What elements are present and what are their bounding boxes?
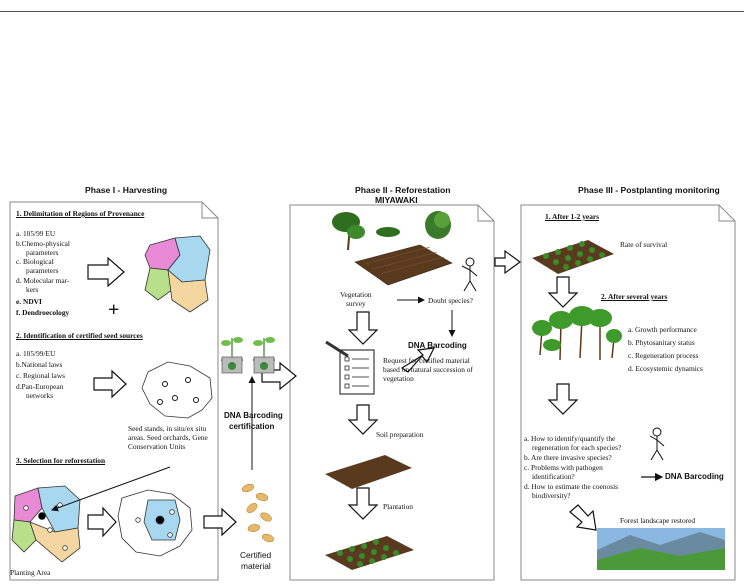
landscape-label: Forest landscape restored: [620, 516, 696, 525]
phase2-title: Phase II - Reforestation: [355, 185, 451, 195]
landscape-image: [597, 528, 725, 570]
phase1-item: kers: [26, 285, 39, 294]
certified-label: material: [241, 561, 271, 571]
hollow-arrows-phase2: [347, 249, 522, 520]
phase1-item: networks: [26, 391, 54, 400]
phase3-section2-title: 2. After several years: [601, 292, 668, 301]
phase1-item: b.National laws: [16, 360, 63, 369]
phase3-title: Phase III - Postplanting monitoring: [578, 185, 720, 195]
phase1-title: Phase I - Harvesting: [85, 185, 168, 195]
request-label: Request for certified material: [383, 356, 470, 365]
phase1-item: c. Regional laws: [16, 371, 66, 380]
question-line: c. Problems with pathogen: [524, 463, 603, 472]
phase1-item: b.Chemo-physical: [16, 239, 70, 248]
phase1-item: c. Biological: [16, 257, 54, 266]
dna-barcoding-label: DNA Barcoding: [408, 341, 467, 350]
question-line: regeneration for each species?: [532, 443, 622, 452]
veg-survey-label: Vegetation: [340, 290, 372, 299]
question-line: d. How to estimate the coenosis: [524, 482, 619, 491]
seed-note-line: Seed stands, in situ/ex situ: [128, 424, 207, 433]
seeds: [241, 483, 275, 543]
seed-note-line: Conservation Units: [128, 442, 186, 451]
soil-plot-mid: [325, 455, 412, 489]
veg-survey-label: survey: [346, 299, 366, 308]
provenance-map: [144, 235, 211, 313]
phase3-section1-title: 1. After 1-2 years: [545, 212, 600, 221]
request-label: based on natural succession of: [383, 365, 473, 374]
dna-barcoding-label-2: DNA Barcoding: [665, 472, 724, 481]
plantation-plot: [325, 536, 414, 570]
question-line: a. How to identify/quantify the: [524, 434, 616, 443]
plantation-label: Plantation: [383, 502, 413, 511]
phase3-item: d. Ecosystemic dynamics: [628, 364, 703, 373]
phase3-panel: [520, 204, 736, 581]
phase1-item: f. Dendroecology: [16, 308, 70, 317]
soil-plot-top: [354, 244, 453, 286]
forest-illustration: [532, 306, 622, 361]
phase3-item: c. Regeneration process: [628, 351, 699, 360]
phase1-item: d. Molecular mar-: [16, 276, 70, 285]
survival-plot: [532, 240, 614, 274]
soil-label: Soil preparation: [376, 430, 424, 439]
phase2-subtitle: MIYAWAKI: [375, 195, 418, 205]
dna-cert-label: DNA Barcoding: [224, 411, 283, 420]
doubt-label: Doubt species?: [428, 296, 473, 305]
planting-area-label: Planting Area: [10, 568, 51, 577]
selection-map-right: [117, 489, 193, 557]
seed-source-map: [141, 361, 213, 419]
phase1-item: parameters: [26, 248, 59, 257]
question-line: identification?: [532, 472, 575, 481]
person-figure-2: [649, 427, 665, 461]
survival-label: Rate of survival: [620, 240, 668, 249]
question-line: biodiversity?: [532, 491, 571, 500]
phase1-item: d.Pan-European: [16, 382, 64, 391]
phase1-section2-title: 2. Identification of certified seed sour…: [16, 331, 143, 340]
request-label: vegetation: [383, 374, 414, 383]
checklist-icon: [325, 340, 375, 395]
phase3-item: b. Phytosanitary status: [628, 338, 695, 347]
phase1-item: e. NDVI: [16, 297, 42, 306]
phase1-item: parameters: [26, 266, 59, 275]
phase1-section3-title: 3. Selection for reforestation: [16, 456, 106, 465]
certified-label: Certified: [240, 550, 272, 560]
phase3-item: a. Growth performance: [628, 325, 697, 334]
top-rule: [0, 11, 744, 12]
phase1-item: a. 105/99 EU: [16, 229, 56, 238]
dna-cert-label: certification: [229, 422, 275, 431]
seedling-pots: [221, 337, 275, 374]
phase1-section1-title: 1. Delimitation of Regions of Provenance: [16, 209, 145, 218]
person-figure: [461, 257, 478, 292]
hollow-arrows-phase3: [547, 276, 597, 531]
hollow-arrows-phase1: [87, 256, 297, 538]
selection-map-left: [11, 485, 81, 563]
phase1-item: a. 105/99/EU: [16, 349, 56, 358]
trees-illustration: [332, 211, 451, 251]
question-line: b. Are there invasive species?: [524, 453, 612, 462]
plus-sign: +: [108, 299, 120, 321]
phase2-panel: [289, 204, 495, 581]
seed-note-line: areas. Seed orchards, Gene: [128, 433, 208, 442]
